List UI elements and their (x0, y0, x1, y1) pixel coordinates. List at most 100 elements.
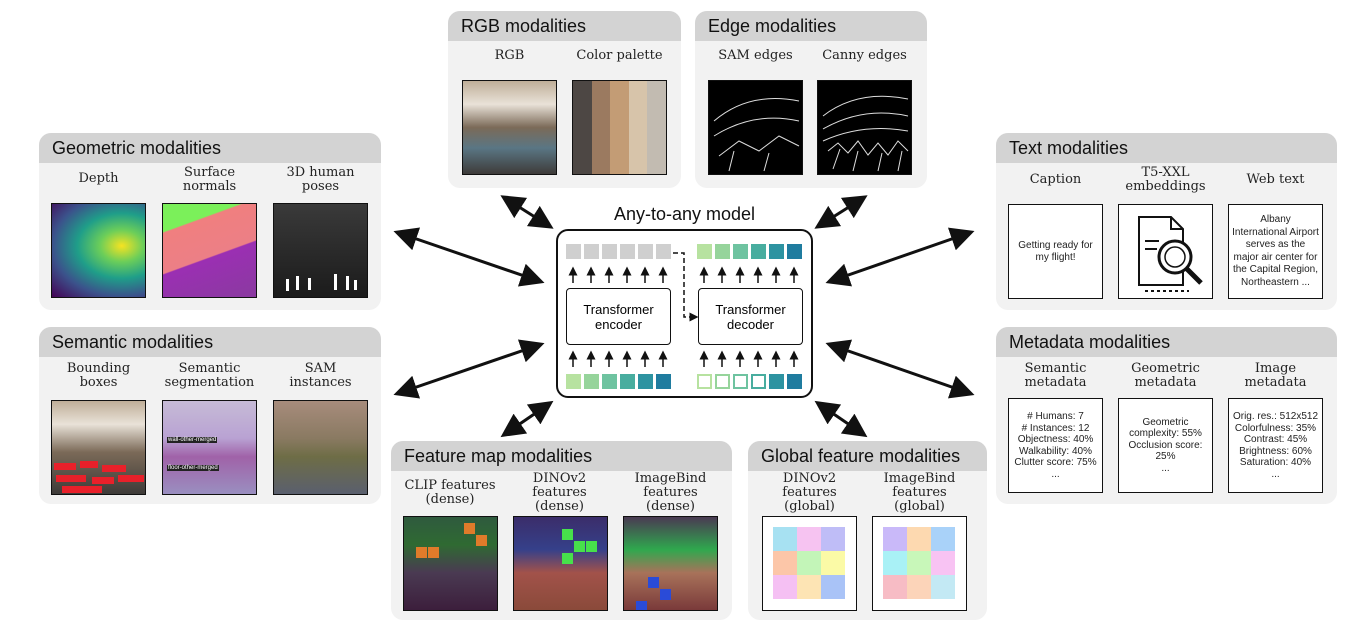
feature-cell (797, 527, 821, 551)
document-search-icon (1138, 216, 1203, 292)
feature-cell (883, 527, 907, 551)
caption-card: Getting ready for my flight! (1008, 204, 1103, 299)
caption-text: Getting ready for my flight! (1018, 239, 1093, 263)
rgb-modalities-title: RGB modalities (448, 11, 681, 41)
feature-cell (773, 527, 797, 551)
dinov2-dense-image (513, 516, 608, 611)
semantic-metadata-card: # Humans: 7 # Instances: 12 Objectness: … (1008, 398, 1103, 493)
feature-cell (931, 551, 955, 575)
geometric-metadata-label: Geometric metadata (1131, 361, 1200, 390)
arrow-metadata (825, 339, 975, 399)
semantic-meta-line: ... (1051, 468, 1060, 480)
token (697, 244, 712, 259)
geometric-metadata-card: Geometric complexity: 55% Occlusion scor… (1118, 398, 1213, 493)
t5-embeddings-label: T5-XXL embeddings (1125, 165, 1206, 194)
token (769, 244, 784, 259)
semantic-meta-line: # Humans: 7 (1027, 411, 1084, 422)
feature-cell (883, 551, 907, 575)
token (656, 244, 671, 259)
imagebind-global-image (872, 516, 967, 611)
token (638, 244, 653, 259)
token (602, 244, 617, 259)
image-meta-line: Contrast: 45% (1243, 434, 1308, 445)
semantic-modalities-panel: Semantic modalities Bounding boxes Seman… (39, 327, 381, 504)
metadata-modalities-title: Metadata modalities (996, 327, 1337, 357)
sam-edges-image (708, 80, 803, 175)
feature-cell (931, 527, 955, 551)
token (638, 374, 653, 389)
geometric-meta-line: Occlusion score: 25% (1128, 439, 1203, 463)
clip-features-label: CLIP features (dense) (404, 478, 496, 507)
feature-cell (883, 575, 907, 599)
caption-label: Caption (1029, 172, 1082, 187)
token (697, 374, 712, 389)
feature-cell (797, 551, 821, 575)
rgb-image (462, 80, 557, 175)
surface-normals-label: Surface normals (182, 165, 237, 194)
token (620, 374, 635, 389)
global-feature-modalities-panel: Global feature modalities DINOv2 feature… (748, 441, 987, 620)
token (787, 244, 802, 259)
semantic-metadata-label: Semantic metadata (1024, 361, 1087, 390)
feature-cell (907, 551, 931, 575)
rgb-modalities-panel: RGB modalities RGB Color palette (448, 11, 681, 188)
feature-cell (931, 575, 955, 599)
semantic-meta-line: Objectness: 40% (1017, 434, 1094, 445)
transformer-encoder-box: Transformer encoder (566, 288, 671, 345)
semantic-meta-line: Walkability: 40% (1019, 445, 1092, 457)
canny-edges-label: Canny edges (822, 48, 907, 63)
token (787, 374, 802, 389)
feature-map-modalities-panel: Feature map modalities CLIP features (de… (391, 441, 732, 620)
clip-features-image (403, 516, 498, 611)
feature-cell (821, 551, 845, 575)
global-feature-modalities-title: Global feature modalities (748, 441, 987, 471)
imagebind-dense-label: ImageBind features (dense) (634, 471, 707, 514)
arrow-edge (814, 195, 868, 229)
geometric-modalities-panel: Geometric modalities Depth Surface norma… (39, 133, 381, 310)
image-metadata-card: Orig. res.: 512x512 Colorfulness: 35% Co… (1228, 398, 1323, 493)
token (602, 374, 617, 389)
dinov2-global-grid (773, 527, 845, 599)
canny-edges-image (817, 80, 912, 175)
bounding-boxes-label: Bounding boxes (66, 361, 131, 390)
dinov2-global-label: DINOv2 features (global) (782, 471, 837, 514)
depth-image (51, 203, 146, 298)
imagebind-dense-image (623, 516, 718, 611)
feature-cell (821, 575, 845, 599)
imagebind-global-label: ImageBind features (global) (883, 471, 956, 514)
semantic-meta-line: Clutter score: 75% (1014, 457, 1097, 468)
image-metadata-label: Image metadata (1244, 361, 1307, 390)
imagebind-global-grid (883, 527, 955, 599)
token (584, 244, 599, 259)
semantic-segmentation-image: wall-other-merged floor-other-merged (162, 400, 257, 495)
model-arrows (568, 252, 799, 367)
feature-cell (821, 527, 845, 551)
token (566, 244, 581, 259)
token (715, 244, 730, 259)
color-palette-label: Color palette (576, 48, 663, 63)
arrow-feature-map (500, 400, 554, 438)
semantic-segmentation-label: Semantic segmentation (164, 361, 255, 390)
seg-tag-wall: wall-other-merged (167, 437, 218, 443)
token (733, 374, 748, 389)
web-text-card: Albany International Airport serves as t… (1228, 204, 1323, 299)
color-palette-image (572, 80, 667, 175)
geometric-modalities-title: Geometric modalities (39, 133, 381, 163)
surface-normals-image (162, 203, 257, 298)
image-meta-line: Brightness: 60% (1239, 445, 1312, 457)
human-poses-image (273, 203, 368, 298)
dinov2-dense-label: DINOv2 features (dense) (532, 471, 587, 514)
feature-cell (907, 527, 931, 551)
arrow-rgb (500, 195, 554, 229)
token (733, 244, 748, 259)
edge-modalities-title: Edge modalities (695, 11, 927, 41)
token (620, 244, 635, 259)
feature-cell (797, 575, 821, 599)
image-meta-line: Saturation: 40% (1239, 457, 1312, 468)
token (656, 374, 671, 389)
dinov2-global-image (762, 516, 857, 611)
text-modalities-title: Text modalities (996, 133, 1337, 163)
web-text-content: Albany International Airport serves as t… (1232, 214, 1319, 288)
t5-embeddings-card (1118, 204, 1213, 299)
image-meta-line: Orig. res.: 512x512 (1232, 411, 1319, 422)
